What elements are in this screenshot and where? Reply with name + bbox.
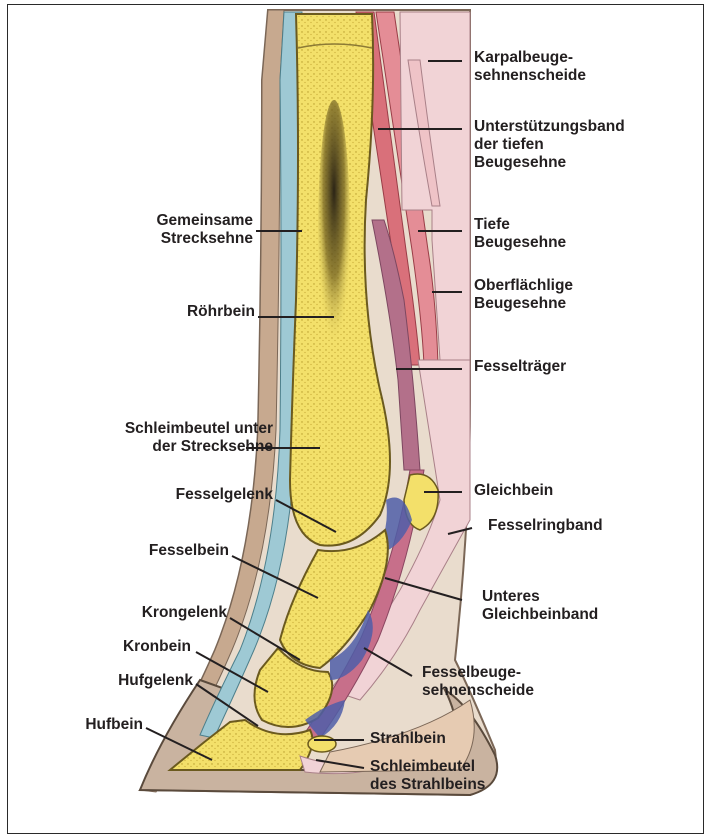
label-strahlbein: Strahlbein bbox=[370, 730, 446, 748]
label-tiefe-beugesehne: Tiefe Beugesehne bbox=[474, 216, 566, 252]
label-unteres-gleichbeinband: Unteres Gleichbeinband bbox=[482, 588, 598, 624]
label-kronbein: Kronbein bbox=[123, 638, 191, 656]
label-gemeinsame-strecksehne: Gemeinsame Strecksehne bbox=[157, 212, 254, 248]
label-schleimbeutel-strahlbein: Schleimbeutel des Strahlbeins bbox=[370, 758, 485, 794]
label-schleimbeutel-strecksehne: Schleimbeutel unter der Strecksehne bbox=[125, 420, 273, 456]
label-gleichbein: Gleichbein bbox=[474, 482, 553, 500]
label-roehrbein: Röhrbein bbox=[187, 303, 255, 321]
label-fesselbeugesehnenscheide: Fesselbeuge- sehnenscheide bbox=[422, 664, 534, 700]
label-hufgelenk: Hufgelenk bbox=[118, 672, 193, 690]
label-hufbein: Hufbein bbox=[85, 716, 143, 734]
label-karpalbeugesehnenscheide: Karpalbeuge- sehnenscheide bbox=[474, 49, 586, 85]
marrow-cavity bbox=[318, 100, 350, 360]
label-fesseltraeger: Fesselträger bbox=[474, 358, 566, 376]
label-unterstuetzungsband: Unterstützungsband der tiefen Beugesehne bbox=[474, 118, 625, 172]
navicular-bone bbox=[308, 736, 336, 752]
label-fesselgelenk: Fesselgelenk bbox=[176, 486, 273, 504]
label-krongelenk: Krongelenk bbox=[142, 604, 227, 622]
label-oberflaechliche-beugesehne: Oberflächlige Beugesehne bbox=[474, 277, 573, 313]
label-fesselbein: Fesselbein bbox=[149, 542, 229, 560]
label-fesselringband: Fesselringband bbox=[488, 517, 603, 535]
